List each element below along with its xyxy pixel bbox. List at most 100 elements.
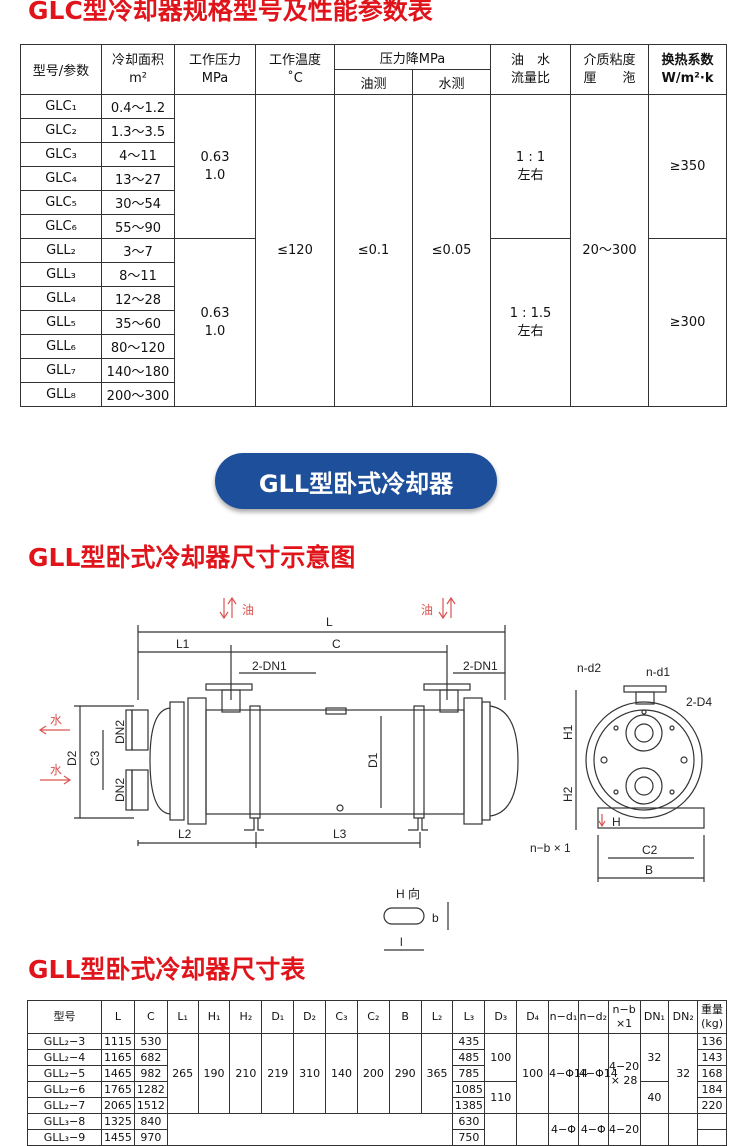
model-cell: GLL₂−4 xyxy=(27,1049,102,1066)
label-L2: L2 xyxy=(178,827,192,841)
area-cell: 1.3～3.5 xyxy=(101,118,175,143)
drop-water-cell: ≤0.05 xyxy=(411,94,492,407)
area-cell: 80～120 xyxy=(101,334,175,359)
C-cell: 970 xyxy=(133,1129,168,1146)
model-cell: GLC₅ xyxy=(20,190,102,215)
side-view xyxy=(585,685,705,829)
table2-header-cell: D₂ xyxy=(293,1000,327,1034)
header-drop: 压力降MPa xyxy=(333,44,492,70)
B-cell: 290 xyxy=(388,1033,422,1114)
label-C3: C3 xyxy=(88,750,102,766)
D1-cell: 219 xyxy=(261,1033,295,1114)
model-cell: GLC₄ xyxy=(20,166,102,191)
header-area: 冷却面积 xyxy=(111,52,164,68)
table2-header-cell: n−b ×1 xyxy=(607,1000,641,1034)
C3-cell: 140 xyxy=(325,1033,358,1114)
label-L3: L3 xyxy=(333,827,347,841)
DN1-cell: 40 xyxy=(639,1081,670,1114)
D3-cell: 110 xyxy=(484,1081,518,1114)
pressure-glc-1: 0.63 xyxy=(200,149,230,165)
L3-cell: 750 xyxy=(452,1129,486,1146)
table2-header-cell: DN₁ xyxy=(639,1000,670,1034)
label-C: C xyxy=(332,637,341,651)
oil-label-right: 油 xyxy=(421,603,433,617)
nd2-cell: 4−Φ14 xyxy=(577,1033,618,1114)
table2-header-cell: 重量 (kg) xyxy=(697,1000,727,1034)
area-cell: 0.4～1.2 xyxy=(101,94,175,119)
table2-header-cell: D₁ xyxy=(261,1000,295,1034)
label-D4: 2-D4 xyxy=(686,695,712,709)
label-dn1-right: 2-DN1 xyxy=(463,659,498,673)
heat-glc-cell: ≥350 xyxy=(648,94,728,239)
label-nd2: n-d2 xyxy=(577,661,601,675)
water-arrows xyxy=(38,725,72,785)
pressure-glc-2: 1.0 xyxy=(204,167,226,183)
table2-header-cell: 型号 xyxy=(27,1000,102,1034)
C-cell: 682 xyxy=(133,1049,168,1066)
header-temp: 工作温度 xyxy=(268,52,321,68)
label-dn1-left: 2-DN1 xyxy=(252,659,287,673)
model-cell: GLL₂−7 xyxy=(27,1097,102,1114)
area-cell: 8～11 xyxy=(101,262,175,287)
model-cell: GLL₃ xyxy=(20,262,102,287)
table2-title: GLL型卧式冷却器尺寸表 xyxy=(28,955,306,984)
header-ratio-2: 流量比 xyxy=(511,70,551,86)
area-cell: 13～27 xyxy=(101,166,175,191)
temp-cell: ≤120 xyxy=(255,94,335,407)
C-cell: 530 xyxy=(133,1033,168,1050)
table2-header-cell: n−d₂ xyxy=(577,1000,609,1034)
table2-header-cell: DN₂ xyxy=(668,1000,699,1034)
nb-next-cell: 4−20 xyxy=(607,1113,641,1146)
L1-cell: 265 xyxy=(166,1033,199,1114)
area-cell: 55～90 xyxy=(101,214,175,239)
label-H1: H1 xyxy=(561,724,575,740)
label-C2: C2 xyxy=(642,843,658,857)
model-cell: GLL₅ xyxy=(20,310,102,335)
table2-header-cell: H₁ xyxy=(197,1000,231,1034)
header-temp-unit: ˚C xyxy=(287,70,303,86)
weight-cell: 143 xyxy=(697,1049,727,1066)
ratio-glc-2: 左右 xyxy=(517,167,544,183)
table2-header-cell: D₃ xyxy=(484,1000,518,1034)
model-cell: GLL₃−9 xyxy=(27,1129,102,1146)
label-H-direction: H 向 xyxy=(396,886,420,901)
model-cell: GLL₃−8 xyxy=(27,1113,102,1130)
drop-oil-cell: ≤0.1 xyxy=(334,94,413,407)
table2-header-cell: L₃ xyxy=(452,1000,486,1034)
pressure-gll-2: 1.0 xyxy=(204,323,226,339)
model-cell: GLL₄ xyxy=(20,286,102,311)
table2-header-cell: C₃ xyxy=(325,1000,358,1034)
model-cell: GLL₂−3 xyxy=(27,1033,102,1050)
label-D2: D2 xyxy=(65,750,79,766)
label-D1: D1 xyxy=(366,752,380,768)
table2-header-cell: H₂ xyxy=(229,1000,263,1034)
D3-cell: 100 xyxy=(484,1033,518,1082)
model-cell: GLC₃ xyxy=(20,142,102,167)
nb-cell: 4−20 × 28 xyxy=(607,1033,641,1114)
section-banner: GLL型卧式冷却器 xyxy=(215,453,497,509)
label-H2: H2 xyxy=(561,786,575,802)
model-cell: GLL₆ xyxy=(20,334,102,359)
L3-cell: 785 xyxy=(452,1065,486,1082)
oil-nozzle-left xyxy=(205,683,253,713)
ratio-gll-1: 1 : 1.5 xyxy=(509,305,552,321)
L3-cell: 1085 xyxy=(452,1081,486,1098)
L-cell: 2065 xyxy=(101,1097,135,1114)
weight-cell: 220 xyxy=(697,1097,727,1114)
model-cell: GLL₈ xyxy=(20,382,102,407)
C-cell: 1512 xyxy=(133,1097,168,1114)
label-nd1: n-d1 xyxy=(646,665,670,679)
H2-cell: 210 xyxy=(229,1033,263,1114)
table2-header-cell: L₂ xyxy=(420,1000,454,1034)
label-nb: n−b × 1 xyxy=(530,841,571,855)
nd2-next-cell: 4−Φ xyxy=(577,1113,609,1146)
header-pressure-unit: MPa xyxy=(201,70,229,86)
viscosity-cell: 20～300 xyxy=(570,94,650,407)
L-cell: 1465 xyxy=(101,1065,135,1082)
header-model: 型号/参数 xyxy=(20,44,102,95)
label-DN2-top: DN2 xyxy=(113,720,127,744)
table2-header-cell: L₁ xyxy=(166,1000,199,1034)
label-L1: L1 xyxy=(176,637,190,651)
